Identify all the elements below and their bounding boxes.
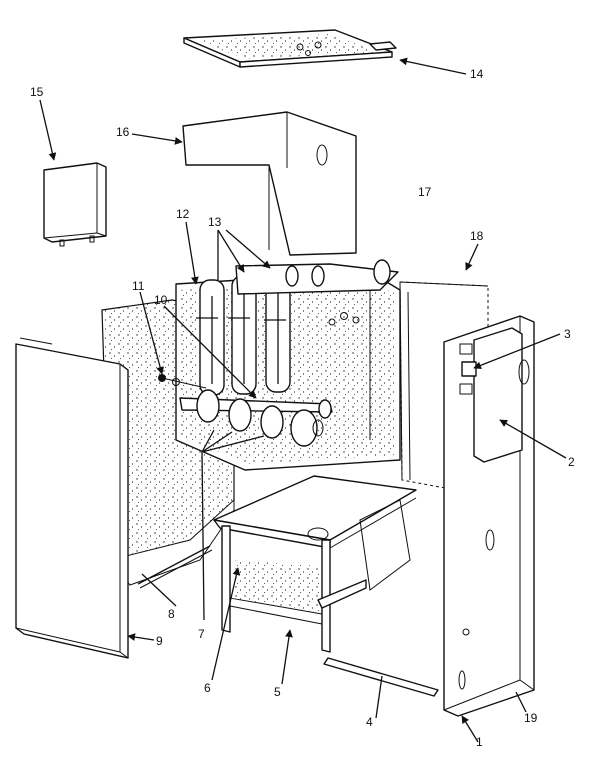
- burner-manifold: [158, 374, 333, 447]
- callout-16: 16: [116, 125, 130, 139]
- callout-3: 3: [564, 327, 571, 341]
- callout-8: 8: [168, 607, 175, 621]
- base-frame: [213, 475, 417, 653]
- callout-17: 17: [418, 185, 432, 199]
- callout-2: 2: [568, 455, 575, 469]
- flue-cover: [182, 111, 357, 256]
- bottom-rail: [137, 545, 211, 585]
- callout-11: 11: [132, 279, 145, 293]
- callout-19: 19: [524, 711, 538, 725]
- callout-5: 5: [274, 685, 281, 699]
- control-box: [43, 162, 107, 247]
- leader-lines: [39, 57, 567, 743]
- callout-10: 10: [154, 293, 168, 307]
- left-door-panel: [15, 337, 129, 659]
- right-jacket-panel: [443, 315, 535, 717]
- callout-7: 7: [198, 627, 205, 641]
- rear-right-panel: [399, 281, 489, 497]
- callout-15: 15: [30, 85, 44, 99]
- callout-13: 13: [208, 215, 222, 229]
- callout-14: 14: [470, 67, 484, 81]
- top-panel: [183, 29, 397, 68]
- callout-9: 9: [156, 634, 163, 648]
- callout-18: 18: [470, 229, 484, 243]
- callout-12: 12: [176, 207, 190, 221]
- callout-6: 6: [204, 681, 211, 695]
- callout-1: 1: [476, 735, 483, 749]
- callout-4: 4: [366, 715, 373, 729]
- floor-strip: [323, 657, 439, 697]
